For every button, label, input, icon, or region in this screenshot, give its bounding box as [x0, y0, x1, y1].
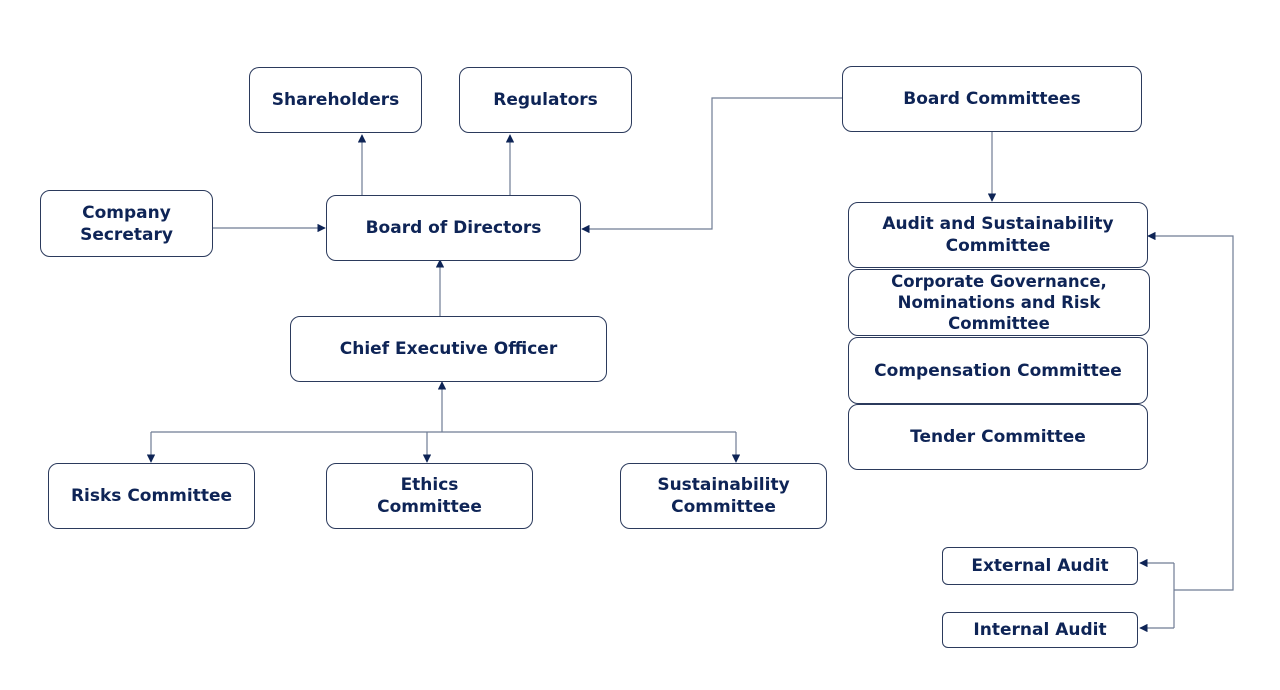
company-secretary-node: Company Secretary	[40, 190, 213, 257]
shareholders-node: Shareholders	[249, 67, 422, 133]
external-audit-node: External Audit	[942, 547, 1138, 585]
compensation-committee-node: Compensation Committee	[848, 337, 1148, 404]
regulators-node: Regulators	[459, 67, 632, 133]
board-committees-node: Board Committees	[842, 66, 1142, 132]
audit-sustainability-committee-node: Audit and Sustainability Committee	[848, 202, 1148, 268]
internal-audit-node: Internal Audit	[942, 612, 1138, 648]
ceo-node: Chief Executive Officer	[290, 316, 607, 382]
risks-committee-node: Risks Committee	[48, 463, 255, 529]
edge-audit-feedback	[1147, 231, 1234, 591]
tender-committee-node: Tender Committee	[848, 404, 1148, 470]
sustainability-committee-node: Sustainability Committee	[620, 463, 827, 529]
board-of-directors-node: Board of Directors	[326, 195, 581, 261]
corporate-governance-committee-node: Corporate Governance, Nominations and Ri…	[848, 269, 1150, 336]
ethics-committee-node: Ethics Committee	[326, 463, 533, 529]
edge-committees-to-bod	[581, 97, 842, 234]
